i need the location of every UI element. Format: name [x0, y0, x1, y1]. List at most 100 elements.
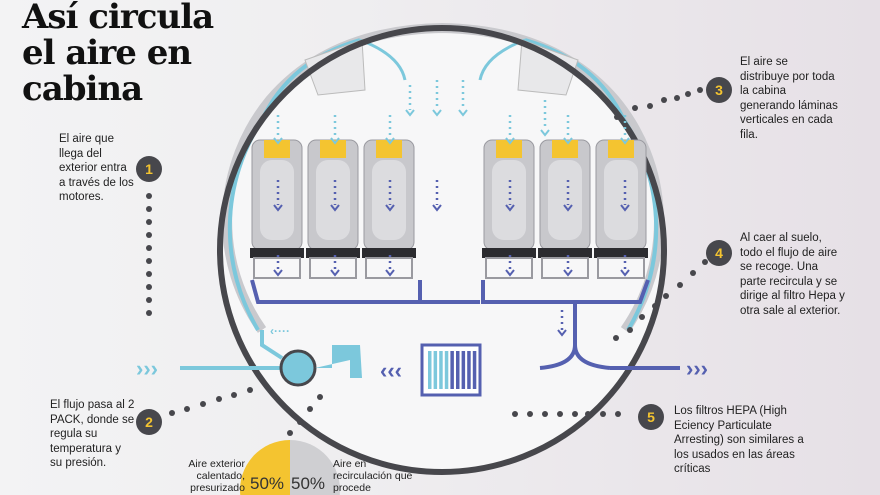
step-2-text: El flujo pasa al 2 PACK, donde se regula… — [50, 399, 135, 469]
recirc-arrows-icon: ‹‹‹ — [380, 358, 402, 383]
arrow-down-icon — [330, 204, 340, 212]
pie-recirculated-air — [290, 439, 341, 495]
arrow-down-icon — [505, 269, 515, 277]
title-line-1: Así circula — [22, 0, 214, 37]
headrest — [552, 140, 578, 158]
leader-dot — [697, 87, 703, 93]
leader-dot — [585, 411, 591, 417]
leader-dot — [146, 206, 152, 212]
leader-dot — [146, 232, 152, 238]
leader-dot — [661, 97, 667, 103]
outside-air-label: Aire exterior calentado, presurizado — [188, 458, 245, 494]
arrow-down-icon — [620, 137, 630, 145]
arrow-down-icon — [273, 137, 283, 145]
leader-dot — [146, 245, 152, 251]
arrow-down-icon — [563, 137, 573, 145]
arrow-down-icon — [273, 269, 283, 277]
arrow-down-icon — [330, 269, 340, 277]
arrow-down-icon — [432, 204, 442, 212]
leader-dot — [297, 419, 303, 425]
leader-dot — [307, 406, 313, 412]
leader-dot — [184, 406, 190, 412]
step-4-badge: 4 — [706, 240, 732, 266]
step-3-text: El aire se distribuye por toda la cabina… — [740, 56, 838, 141]
arrow-down-icon — [540, 129, 550, 137]
arrow-down-icon — [405, 109, 415, 117]
leader-dot — [247, 387, 253, 393]
step-3-badge: 3 — [706, 77, 732, 103]
inlet-arrows-icon: ››› — [136, 356, 158, 381]
leader-dot — [639, 314, 645, 320]
leader-dot — [627, 327, 633, 333]
leader-dot — [146, 271, 152, 277]
leader-dot — [690, 270, 696, 276]
arrow-down-icon — [620, 269, 630, 277]
leader-dot — [146, 193, 152, 199]
recirculated-air-percent: 50% — [291, 474, 326, 493]
arrow-down-icon — [563, 269, 573, 277]
fuselage-outline — [217, 25, 667, 475]
leader-dot — [632, 105, 638, 111]
title-line-3: cabina — [22, 69, 143, 109]
leader-dot — [702, 259, 708, 265]
leader-dot — [169, 410, 175, 416]
step-1-text: El aire que llega del exterior entra a t… — [59, 133, 134, 203]
arrow-down-icon — [557, 329, 567, 337]
svg-text:‹····: ‹···· — [270, 324, 290, 338]
leader-dot — [572, 411, 578, 417]
floor-collector — [250, 279, 650, 304]
arrow-down-icon — [563, 204, 573, 212]
leader-dot — [527, 411, 533, 417]
leader-dot — [652, 303, 658, 309]
leader-dot — [542, 411, 548, 417]
arrow-down-icon — [385, 137, 395, 145]
leader-dot — [647, 103, 653, 109]
leader-dot — [146, 258, 152, 264]
leader-dot — [557, 411, 563, 417]
leader-dot — [200, 401, 206, 407]
headrest — [496, 140, 522, 158]
leader-dot — [512, 411, 518, 417]
headrest — [376, 140, 402, 158]
luggage-bin-right — [517, 39, 579, 96]
leader-dot — [146, 284, 152, 290]
arrow-down-icon — [330, 137, 340, 145]
page-title: Así circula el aire en cabina — [22, 0, 214, 109]
outflow-duct — [539, 302, 611, 370]
title-line-2: el aire en — [22, 33, 192, 73]
leader-dot — [146, 310, 152, 316]
leader-dot — [663, 293, 669, 299]
step-4-text: Al caer al suelo, todo el flujo de aire … — [740, 232, 845, 317]
arrow-down-icon — [458, 109, 468, 117]
headrest — [608, 140, 634, 158]
leader-dot — [216, 396, 222, 402]
arrow-down-icon — [432, 109, 442, 117]
seat-icon — [594, 139, 648, 279]
pack-unit-icon — [279, 349, 317, 387]
recirculated-air-label: Aire en recirculación que procede — [333, 458, 413, 494]
headrest — [320, 140, 346, 158]
step-5-badge: 5 — [638, 404, 664, 430]
seat-icon — [482, 139, 536, 279]
arrow-down-icon — [385, 204, 395, 212]
leader-dot — [674, 95, 680, 101]
arrow-down-icon — [505, 137, 515, 145]
leader-dot — [685, 91, 691, 97]
leader-dot — [287, 430, 293, 436]
step-5-text: Los filtros HEPA (High Eciency Particula… — [674, 405, 804, 475]
luggage-bin-left — [304, 39, 366, 96]
step-2-badge: 2 — [136, 409, 162, 435]
step-1-badge: 1 — [136, 156, 162, 182]
seat-icon — [306, 139, 360, 279]
arrow-down-icon — [273, 204, 283, 212]
leader-dot — [317, 394, 323, 400]
leader-dot — [677, 282, 683, 288]
leader-dot — [231, 392, 237, 398]
pie-outside-air — [239, 439, 290, 495]
leader-dot — [613, 335, 619, 341]
leader-dot — [615, 411, 621, 417]
arrow-down-icon — [505, 204, 515, 212]
leader-dot — [146, 297, 152, 303]
outside-air-percent: 50% — [250, 474, 285, 493]
